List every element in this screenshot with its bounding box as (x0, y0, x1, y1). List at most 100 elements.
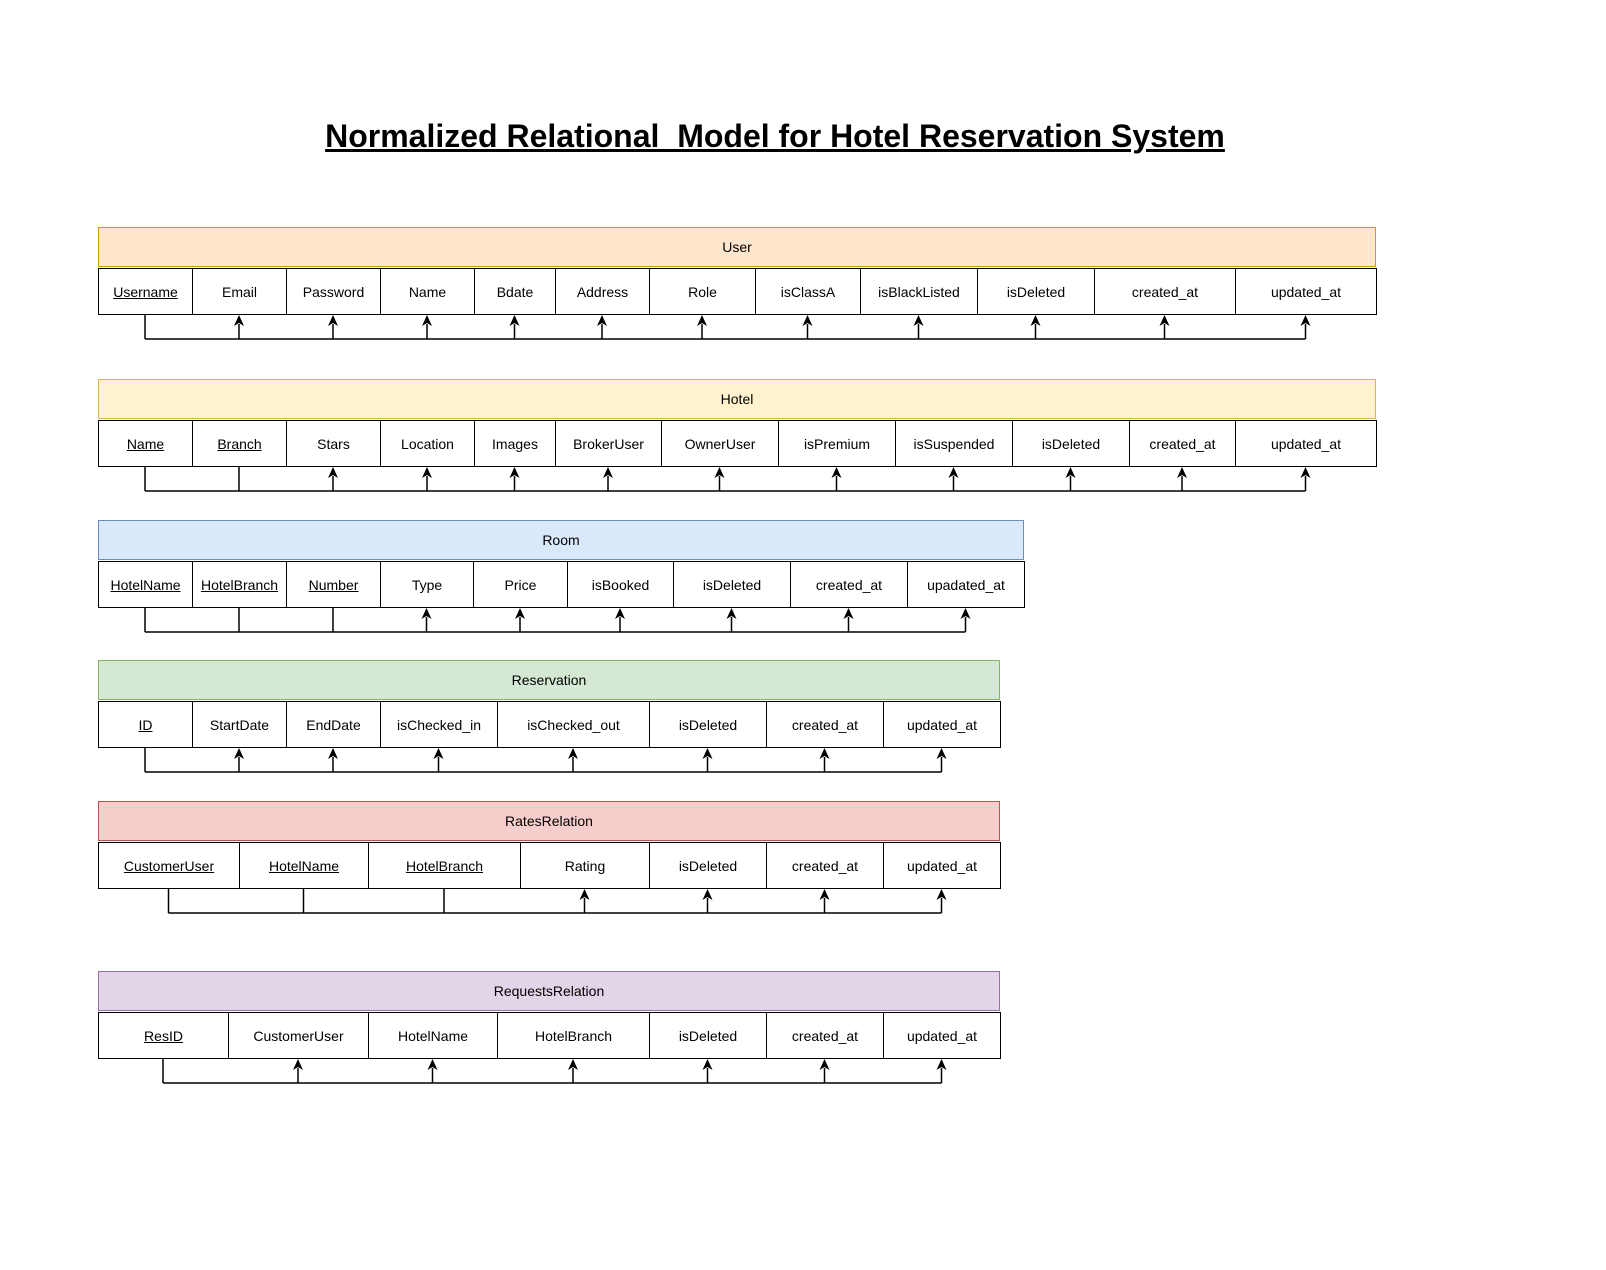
attribute: EndDate (286, 701, 381, 748)
arrowhead-icon (936, 1059, 947, 1070)
arrowhead-icon (702, 1059, 713, 1070)
arrowhead-icon (603, 467, 613, 478)
arrowhead-icon (843, 608, 854, 619)
attribute: updated_at (1235, 268, 1377, 315)
arrowhead-icon (1065, 467, 1076, 478)
arrowhead-icon (1030, 315, 1041, 326)
arrowhead-icon (1300, 315, 1311, 326)
arrowhead-icon (421, 608, 432, 619)
arrowhead-icon (936, 748, 947, 759)
arrowhead-icon (597, 315, 607, 326)
arrowhead-icon (702, 748, 713, 759)
attribute: BrokerUser (555, 420, 662, 467)
arrowhead-icon (422, 467, 432, 478)
diagram-title: Normalized Relational Model for Hotel Re… (325, 118, 1225, 154)
attribute: isDeleted (649, 701, 767, 748)
attribute: isBlackListed (860, 268, 978, 315)
arrowhead-icon (427, 1059, 438, 1070)
relation-name: Room (98, 520, 1024, 560)
attribute: isBooked (567, 561, 674, 608)
arrowhead-icon (568, 1059, 578, 1070)
primary-key-attribute: HotelName (239, 842, 369, 889)
arrowhead-icon (234, 315, 244, 326)
arrowhead-icon (819, 1059, 830, 1070)
relation-name: RatesRelation (98, 801, 1000, 841)
arrowhead-icon (1177, 467, 1187, 478)
attribute: updated_at (883, 701, 1001, 748)
attribute: StartDate (192, 701, 287, 748)
attribute: updated_at (883, 842, 1001, 889)
attribute: updated_at (883, 1012, 1001, 1059)
arrowhead-icon (328, 748, 338, 759)
attribute: upadated_at (907, 561, 1025, 608)
attribute: created_at (766, 701, 884, 748)
attribute: isDeleted (977, 268, 1095, 315)
attribute: isPremium (778, 420, 896, 467)
attribute: Name (380, 268, 475, 315)
arrowhead-icon (831, 467, 842, 478)
attribute: isDeleted (673, 561, 791, 608)
attribute: isSuspended (895, 420, 1013, 467)
relation-name: RequestsRelation (98, 971, 1000, 1011)
attribute: created_at (790, 561, 908, 608)
arrowhead-icon (697, 315, 707, 326)
attribute: Bdate (474, 268, 556, 315)
arrowhead-icon (579, 889, 590, 900)
arrowhead-icon (328, 315, 338, 326)
arrowhead-icon (819, 889, 830, 900)
arrowhead-icon (936, 889, 947, 900)
arrowhead-icon (422, 315, 432, 326)
arrowhead-icon (328, 467, 338, 478)
primary-key-attribute: ID (98, 701, 193, 748)
attribute: Type (380, 561, 474, 608)
arrowhead-icon (802, 315, 813, 326)
attribute: isChecked_in (380, 701, 498, 748)
arrowhead-icon (515, 608, 525, 619)
attribute: HotelBranch (497, 1012, 650, 1059)
attribute: isDeleted (649, 1012, 767, 1059)
arrowhead-icon (913, 315, 924, 326)
arrowhead-icon (1159, 315, 1170, 326)
attribute: Password (286, 268, 381, 315)
arrowhead-icon (702, 889, 713, 900)
primary-key-attribute: Number (286, 561, 381, 608)
attribute: CustomerUser (228, 1012, 369, 1059)
arrowhead-icon (714, 467, 725, 478)
attribute: created_at (766, 842, 884, 889)
primary-key-attribute: HotelName (98, 561, 193, 608)
attribute: Location (380, 420, 475, 467)
arrowhead-icon (234, 748, 244, 759)
arrowhead-icon (960, 608, 971, 619)
attribute: isDeleted (649, 842, 767, 889)
attribute: created_at (1129, 420, 1236, 467)
arrowhead-icon (948, 467, 959, 478)
attribute: Images (474, 420, 556, 467)
attribute: isChecked_out (497, 701, 650, 748)
relation-name: Hotel (98, 379, 1376, 419)
primary-key-attribute: ResID (98, 1012, 229, 1059)
attribute: Email (192, 268, 287, 315)
relation-name: User (98, 227, 1376, 267)
attribute: updated_at (1235, 420, 1377, 467)
attribute: OwnerUser (661, 420, 779, 467)
arrowhead-icon (615, 608, 625, 619)
arrowhead-icon (509, 315, 520, 326)
attribute: created_at (1094, 268, 1236, 315)
attribute: Stars (286, 420, 381, 467)
primary-key-attribute: HotelBranch (192, 561, 287, 608)
arrowhead-icon (509, 467, 520, 478)
attribute: Address (555, 268, 650, 315)
attribute: Role (649, 268, 756, 315)
relation-name: Reservation (98, 660, 1000, 700)
